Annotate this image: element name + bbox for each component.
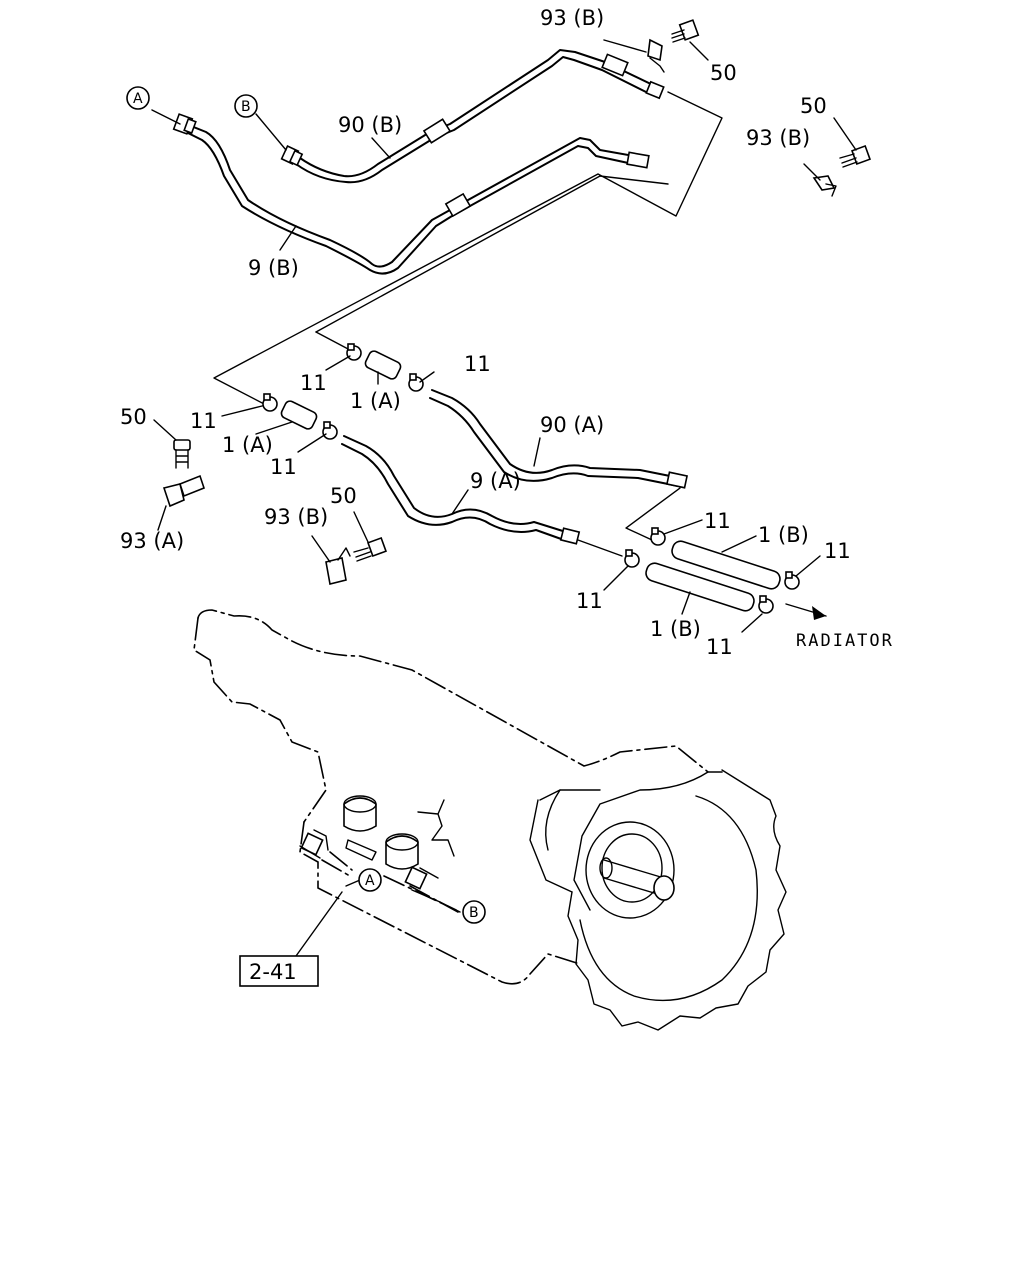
assembly-boundary-upper (213, 91, 723, 407)
hose-joint-90b (422, 118, 452, 144)
callout-11-b: 11 (464, 352, 491, 376)
connector-b-bottom-label: B (469, 905, 479, 921)
clamp-11-a (346, 343, 362, 361)
callout-50-right: 50 (800, 94, 827, 118)
pipe-end-9a (559, 527, 581, 545)
clamp-11-d (322, 421, 338, 440)
callout-93a: 93 (A) (120, 529, 184, 553)
bracket-93a (162, 474, 205, 508)
pipe-90b (295, 49, 665, 184)
reference-box: 2-41 (239, 955, 319, 987)
callout-90b: 90 (B) (338, 113, 402, 137)
hose-1b-lower (645, 562, 755, 612)
fitting-b-lower (404, 866, 428, 890)
callout-9b: 9 (B) (248, 256, 299, 280)
port-line-a (321, 851, 353, 877)
callout-1a-a: 1 (A) (350, 389, 401, 413)
hose-joint-90b-upper (601, 53, 629, 77)
clamp-11-b (408, 373, 424, 392)
pipe-end-90b (645, 80, 665, 100)
callout-11-d: 11 (270, 455, 297, 479)
callout-11-g: 11 (576, 589, 603, 613)
pipe-9a (341, 435, 581, 545)
hose-1a-upper (364, 350, 402, 380)
radiator-label: RADIATOR (796, 631, 894, 651)
connector-a-top-label: A (133, 91, 143, 107)
clamp-11-c (262, 393, 278, 412)
hose-joint-9b (444, 192, 472, 218)
callout-50-top: 50 (710, 61, 737, 85)
leader-9a-to-clamp (577, 539, 623, 557)
callout-93b-mid: 93 (B) (264, 505, 328, 529)
transmission-ports (343, 795, 455, 903)
connector-a-top: A (126, 86, 150, 110)
callout-11-a: 11 (300, 371, 327, 395)
connector-b-bottom: B (462, 900, 486, 924)
bolt-50-mid (353, 537, 387, 562)
callout-90a: 90 (A) (540, 413, 604, 437)
arrow-to-radiator (785, 603, 827, 620)
clamp-11-h (758, 595, 774, 614)
bracket-93b-mid (325, 547, 351, 585)
fitting-a-lower (299, 829, 329, 859)
leader-lines (151, 39, 857, 957)
bracket-93b-right (812, 175, 837, 197)
callout-50-mid: 50 (330, 484, 357, 508)
assembly-boundary-lower (625, 487, 681, 541)
callout-93b-right: 93 (B) (746, 126, 810, 150)
connector-a-bottom-label: A (365, 873, 375, 889)
bracket-93b-top (647, 38, 665, 73)
callout-labels: 93 (B) 50 50 93 (B) 90 (B) 9 (B) 11 11 1… (120, 6, 894, 659)
assembly-boundary-inner (315, 175, 669, 333)
bolt-50-right (839, 145, 871, 168)
bolt-50-left (173, 439, 191, 469)
pipe-90a (429, 389, 688, 489)
fitting-a-upper (172, 113, 197, 135)
callout-1b-b: 1 (B) (650, 617, 701, 641)
connector-a-bottom: A (358, 868, 382, 892)
callout-50-left: 50 (120, 405, 147, 429)
connector-b-top-label: B (241, 99, 251, 115)
pipe-end-9b (626, 151, 650, 169)
callout-93b-top: 93 (B) (540, 6, 604, 30)
clamp-11-g (624, 549, 640, 568)
pipe-end-90a (666, 471, 688, 489)
callout-1b-a: 1 (B) (758, 523, 809, 547)
clamp-11-f (784, 571, 800, 590)
reference-box-label: 2-41 (249, 960, 297, 984)
callout-11-h: 11 (706, 635, 733, 659)
boundary-tick (315, 331, 351, 351)
pipe-9b (185, 123, 650, 275)
hose-1a-lower (280, 400, 318, 430)
bolt-50-top (671, 19, 700, 43)
callout-1a-b: 1 (A) (222, 433, 273, 457)
callout-11-e: 11 (704, 509, 731, 533)
hose-1b-upper (671, 540, 781, 590)
callout-9a: 9 (A) (470, 469, 521, 493)
callout-11-f: 11 (824, 539, 851, 563)
transmission-housing (193, 609, 787, 1031)
callout-11-c: 11 (190, 409, 217, 433)
clamp-11-e (650, 527, 666, 546)
connector-b-top: B (234, 94, 258, 118)
